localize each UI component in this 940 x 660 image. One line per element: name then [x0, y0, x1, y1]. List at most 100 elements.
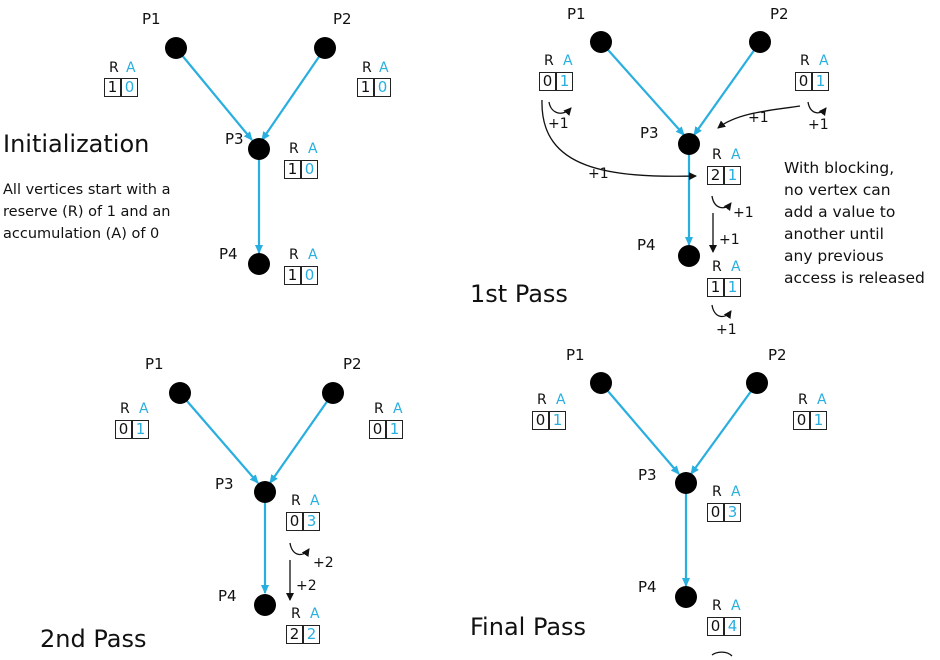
reserve-cell: 0 — [707, 617, 724, 636]
reserve-header: R — [374, 401, 384, 417]
accumulation-cell: 3 — [724, 503, 741, 522]
vertex-label-p2: P2 — [343, 355, 362, 373]
blocking-note: With blocking, no vertex can add a value… — [784, 157, 925, 289]
panel-title: Initialization — [3, 130, 150, 158]
reserve-cell: 0 — [532, 411, 549, 430]
edge-p1-p3 — [179, 392, 259, 484]
vertex-label-p1: P1 — [566, 346, 585, 364]
edge-p2-p3 — [690, 382, 758, 475]
accumulation-header: A — [563, 53, 573, 69]
accumulation-cell: 0 — [374, 78, 391, 97]
vertex-label-p4: P4 — [637, 236, 656, 254]
accumulation-cell: 0 — [301, 160, 318, 179]
reserve-header: R — [800, 53, 810, 69]
accumulation-header: A — [310, 493, 320, 509]
node-p4 — [678, 245, 700, 267]
node-p1 — [169, 382, 191, 404]
reserve-cell: 1 — [357, 78, 374, 97]
reserve-cell: 1 — [104, 78, 121, 97]
accumulation-header: A — [393, 401, 403, 417]
pass1-edges — [600, 41, 761, 246]
reserve-cell: 0 — [707, 503, 724, 522]
reserve-cell: 0 — [369, 420, 386, 439]
node-p3 — [254, 481, 276, 503]
arrow-p4-self — [711, 304, 732, 320]
reserve-header: R — [362, 60, 372, 76]
node-p3 — [675, 472, 697, 494]
arrow-p4-self — [711, 651, 733, 657]
node-p1 — [590, 31, 612, 53]
edge-p2-p3 — [269, 392, 334, 484]
node-p4 — [254, 594, 276, 616]
accumulation-header: A — [819, 53, 829, 69]
reserve-cell: 1 — [707, 278, 724, 297]
reserve-cell: 0 — [539, 72, 556, 91]
reserve-header: R — [712, 259, 722, 275]
reserve-header: R — [712, 147, 722, 163]
edge-p2-p3 — [693, 41, 761, 136]
reserve-cell: 0 — [115, 420, 132, 439]
arrow-p3-self — [711, 195, 732, 211]
reserve-cell: 0 — [795, 72, 812, 91]
vertex-label-p4: P4 — [218, 587, 237, 605]
final-partial-arrow — [711, 651, 733, 657]
accumulation-header: A — [731, 598, 741, 614]
increment-label: +1 — [719, 232, 740, 248]
vertex-label-p2: P2 — [770, 5, 789, 23]
accumulation-header: A — [308, 141, 318, 157]
reserve-cell: 0 — [286, 512, 303, 531]
accumulation-cell: 1 — [724, 278, 741, 297]
node-p1 — [165, 37, 187, 59]
accumulation-cell: 1 — [386, 420, 403, 439]
reserve-header: R — [120, 401, 130, 417]
note-line: no vertex can — [784, 181, 891, 199]
vertex-label-p1: P1 — [567, 5, 586, 23]
node-p3 — [248, 138, 270, 160]
node-p4 — [675, 586, 697, 608]
increment-label: +1 — [588, 166, 609, 182]
reserve-header: R — [537, 392, 547, 408]
vertex-label-p3: P3 — [640, 124, 659, 142]
arrow-p2-self — [807, 101, 827, 116]
reserve-header: R — [712, 598, 722, 614]
vertex-label-p1: P1 — [145, 355, 164, 373]
final-edges — [600, 382, 758, 587]
init-edges — [175, 47, 326, 254]
reserve-header: R — [798, 392, 808, 408]
accumulation-cell: 1 — [549, 411, 566, 430]
vertex-label-p1: P1 — [142, 10, 161, 28]
arrow-p1-self — [548, 101, 572, 116]
panel-title: Final Pass — [470, 613, 587, 641]
node-p2 — [746, 372, 768, 394]
vertex-label-p3: P3 — [215, 475, 234, 493]
accumulation-header: A — [310, 606, 320, 622]
accumulation-header: A — [556, 392, 566, 408]
reserve-cell: 2 — [707, 166, 724, 185]
reserve-header: R — [291, 606, 301, 622]
reserve-header: R — [289, 247, 299, 263]
increment-label: +1 — [548, 116, 569, 132]
accumulation-header: A — [731, 147, 741, 163]
pass1-nodes — [590, 31, 771, 267]
accumulation-cell: 1 — [556, 72, 573, 91]
note-line: With blocking, — [784, 159, 895, 177]
edge-p1-p3 — [600, 41, 685, 136]
vertex-label-p3: P3 — [225, 130, 244, 148]
note-line: access is released — [784, 269, 925, 287]
note-line: any previous — [784, 247, 884, 265]
accumulation-cell: 2 — [303, 625, 320, 644]
arrow-p1-to-p3 — [541, 99, 697, 181]
increment-label: +2 — [313, 555, 334, 571]
description-line: reserve (R) of 1 and an — [3, 204, 171, 220]
accumulation-header: A — [308, 247, 318, 263]
vertex-label-p4: P4 — [219, 245, 238, 263]
final-nodes — [590, 372, 768, 608]
pass2-edges — [179, 392, 334, 594]
pass2-transfer-arrows — [286, 542, 310, 601]
reserve-header: R — [289, 141, 299, 157]
accumulation-header: A — [379, 60, 389, 76]
arrow-p2-to-p3 — [717, 105, 801, 129]
accumulation-header: A — [731, 484, 741, 500]
node-p4 — [248, 253, 270, 275]
increment-label: +2 — [296, 578, 317, 594]
